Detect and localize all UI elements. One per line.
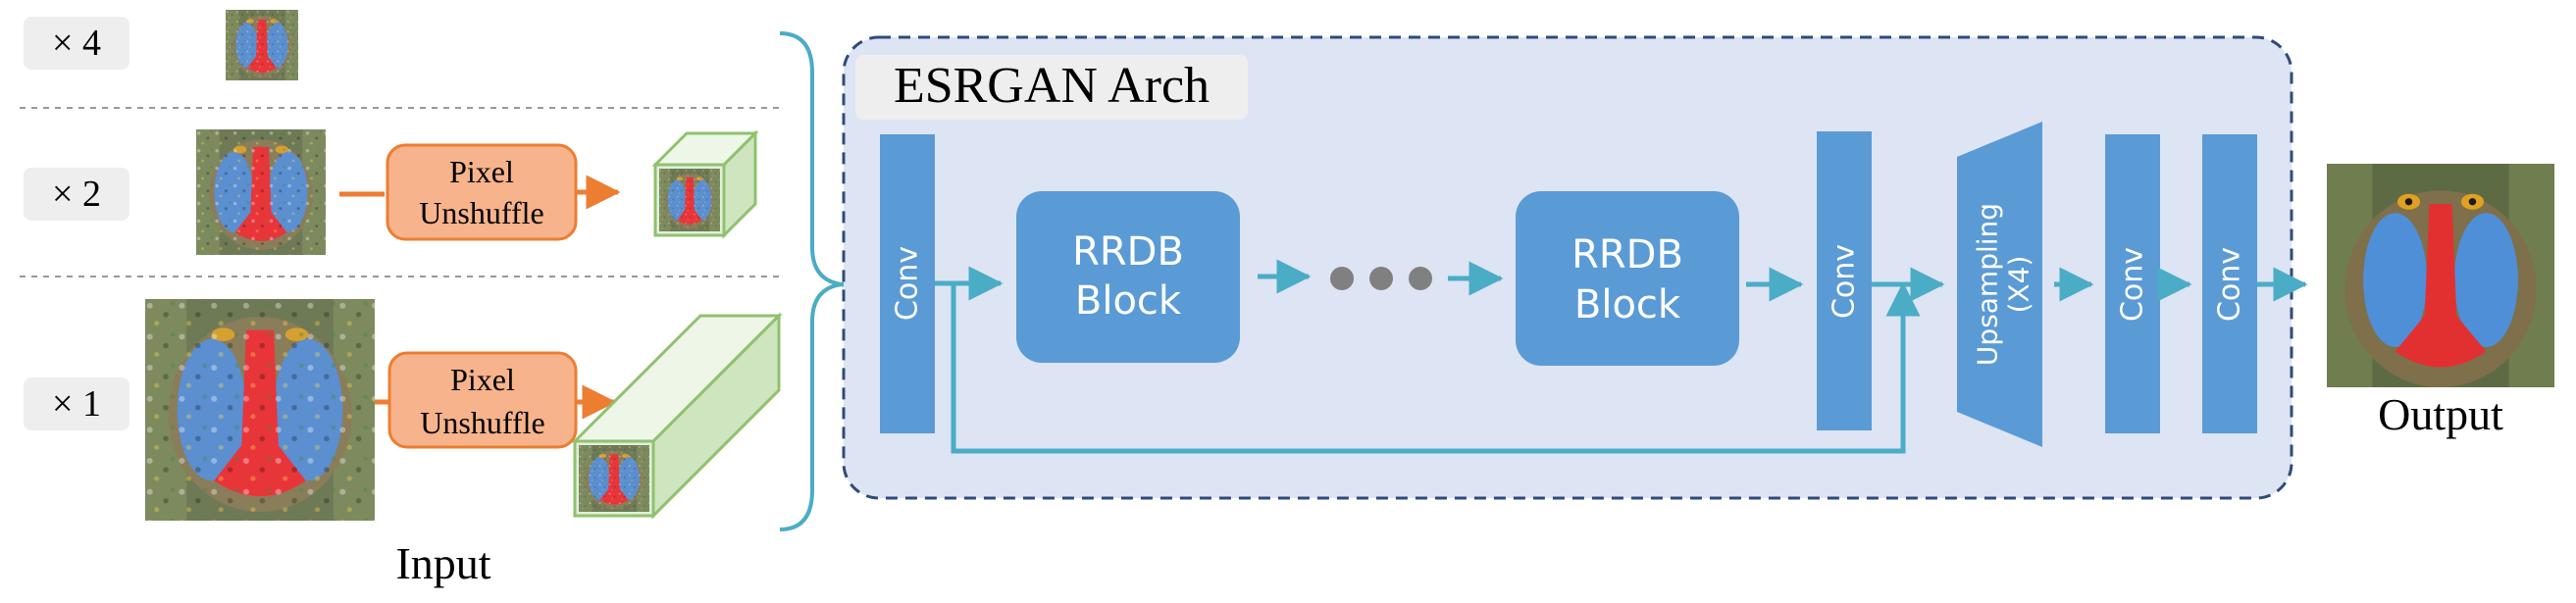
- scale-label-x4-text: × 4: [52, 23, 101, 64]
- rrdb-block-2: RRDB Block: [1516, 191, 1739, 366]
- upsampling-block: Upsampling (X4): [1957, 122, 2042, 447]
- rrdb-block-1-line2: Block: [1075, 278, 1182, 324]
- output-label: Output: [2378, 389, 2503, 439]
- conv-block-2-label: Conv: [1828, 244, 1862, 319]
- input-label: Input: [395, 538, 490, 588]
- pixel-unshuffle-x2-line1: Pixel: [449, 154, 514, 189]
- feature-cube-x1-image: [579, 445, 649, 512]
- scale-label-x2-text: × 2: [52, 174, 101, 215]
- skip-connection: [951, 281, 1921, 454]
- pixel-unshuffle-x1-line1: Pixel: [450, 362, 515, 397]
- pixel-unshuffle-x1: Pixel Unshuffle: [387, 351, 578, 449]
- pixel-unshuffle-x2-line2: Unshuffle: [419, 195, 543, 230]
- conv-block-3: [2105, 134, 2160, 433]
- output-panel: Output: [2327, 164, 2554, 439]
- pixel-unshuffle-x2: Pixel Unshuffle: [386, 143, 578, 241]
- input-panel: × 4 × 2 Pixel Unshuffle × 1: [20, 10, 785, 588]
- input-image-x1: [145, 299, 375, 521]
- conv-block-3-label: Conv: [2116, 247, 2150, 322]
- conv-block-1-label: Conv: [891, 246, 925, 321]
- scale-label-x4: × 4: [24, 17, 129, 70]
- rrdb-block-1-line1: RRDB: [1072, 229, 1184, 275]
- output-image: [2327, 164, 2554, 387]
- conv-block-4-label: Conv: [2213, 247, 2247, 322]
- input-image-x4: [226, 10, 298, 80]
- conv-block-1: [880, 134, 935, 433]
- arch-title-bg: [855, 55, 1248, 120]
- scale-label-x1: × 1: [24, 377, 129, 430]
- feature-cube-x1: [571, 312, 783, 520]
- input-merge-brace: [779, 31, 843, 531]
- feature-cube-x2-image: [659, 169, 720, 231]
- rrdb-block-2-line1: RRDB: [1571, 232, 1683, 277]
- scale-label-x1-text: × 1: [52, 383, 101, 425]
- upsampling-line1: Upsampling: [1972, 203, 2004, 366]
- conv-block-4: [2202, 134, 2257, 433]
- scale-label-x2: × 2: [24, 168, 129, 221]
- input-image-x2: [196, 129, 326, 255]
- ellipsis-dots: [1330, 267, 1432, 290]
- rrdb-block-2-line2: Block: [1574, 282, 1681, 327]
- rrdb-block-1: RRDB Block: [1016, 191, 1240, 363]
- pixel-unshuffle-x1-line2: Unshuffle: [420, 405, 544, 440]
- feature-cube-x2: [651, 129, 759, 239]
- conv-block-2: [1817, 131, 1872, 430]
- arch-title: ESRGAN Arch: [894, 58, 1210, 114]
- esrgan-arch: ESRGAN Arch Conv RRDB Block RRDB Block C…: [842, 35, 2308, 500]
- upsampling-line2: (X4): [2003, 256, 2035, 314]
